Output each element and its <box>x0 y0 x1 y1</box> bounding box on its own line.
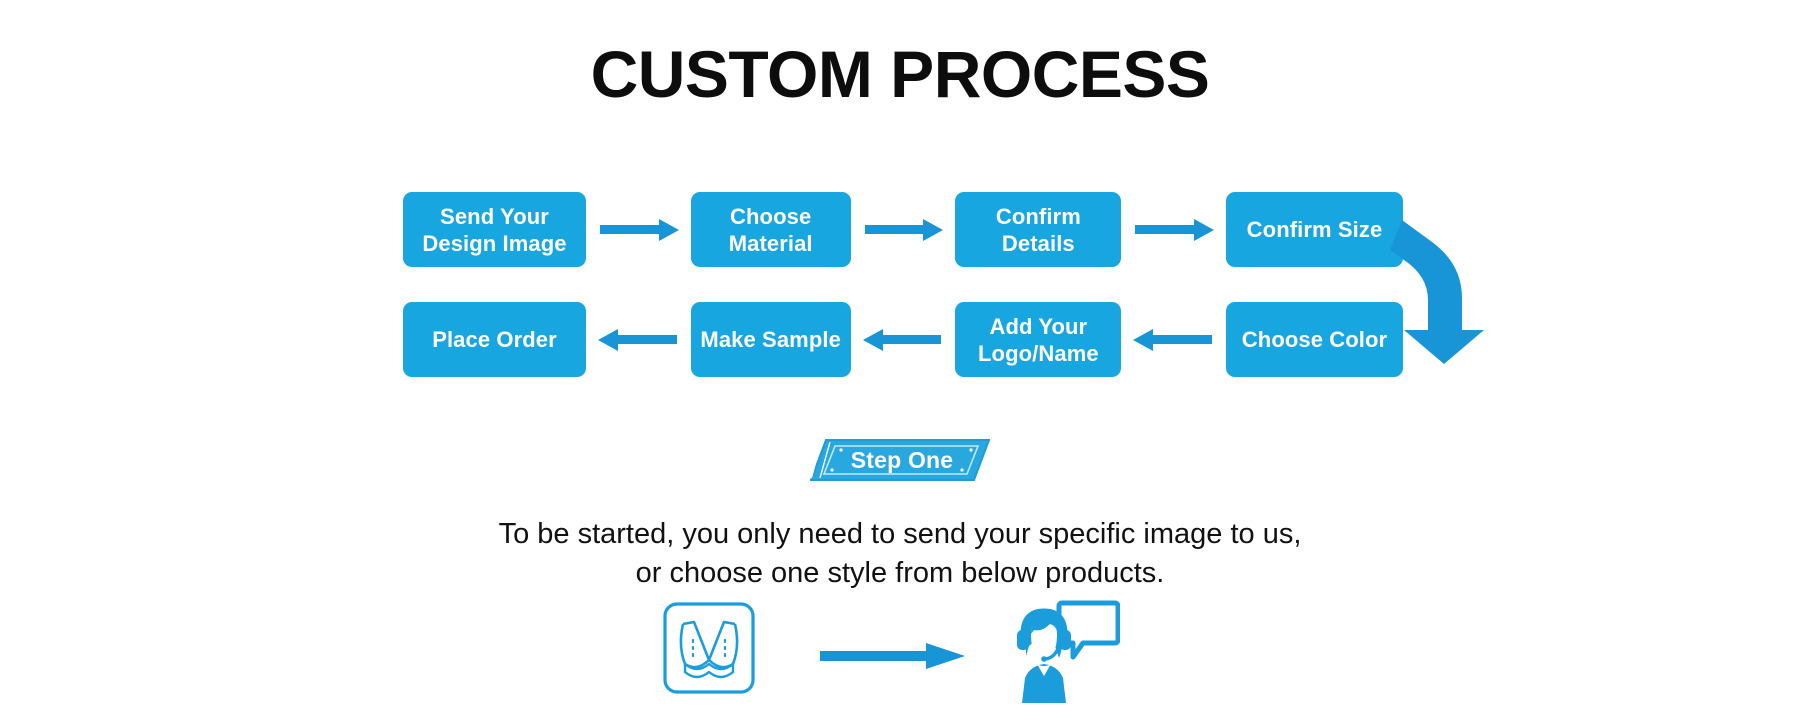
flow-node-label-line2: Details <box>1001 230 1075 256</box>
connector-arrow-right-2 <box>851 192 956 267</box>
connector-arrow-left-2 <box>851 302 956 377</box>
flow-node-label-line1: Place Order <box>432 327 557 352</box>
flow-node-label-line1: Choose <box>730 203 812 229</box>
arrow-head-right-icon <box>658 218 679 241</box>
connector-arrow-left-1 <box>586 302 691 377</box>
custom-process-flowchart: Send Your Design Image Choose Material <box>403 192 1404 377</box>
flow-node-label-line2: Material <box>728 230 813 256</box>
step-badge-label: Step One <box>850 446 954 473</box>
flow-node-label-line1: Choose Color <box>1241 327 1388 352</box>
right-arrow-icon <box>820 642 965 670</box>
flowchart-row-bottom: Place Order Make Sample Add Your Logo/ <box>403 302 1404 377</box>
flow-node-choose-color[interactable]: Choose Color <box>1226 302 1404 377</box>
flow-node-label-line2: Logo/Name <box>978 340 1099 366</box>
flow-node-send-your-design-image[interactable]: Send Your Design Image <box>403 192 586 267</box>
bra-product-icon <box>663 602 755 694</box>
flow-node-label-line1: Add Your <box>989 313 1088 339</box>
arrow-shaft <box>600 225 661 234</box>
arrow-head-right-icon <box>1194 218 1215 241</box>
flow-node-confirm-details[interactable]: Confirm Details <box>955 192 1122 267</box>
page-title: CUSTOM PROCESS <box>590 37 1210 111</box>
customer-service-agent-icon <box>1015 600 1121 703</box>
flow-node-place-order[interactable]: Place Order <box>403 302 586 377</box>
step-badge: Step One <box>810 438 990 482</box>
flow-node-label-line1: Confirm Size <box>1246 217 1383 242</box>
curved-down-arrow-icon <box>1388 212 1508 372</box>
arrow-shaft <box>616 335 677 344</box>
connector-arrow-left-3 <box>1121 302 1226 377</box>
flow-node-label-line1: Confirm <box>995 203 1081 229</box>
flow-node-label-line1: Make Sample <box>700 327 841 352</box>
flow-node-make-sample[interactable]: Make Sample <box>690 302 851 377</box>
flowchart-row-top: Send Your Design Image Choose Material <box>403 192 1404 267</box>
bottom-icon-strip <box>0 600 1800 715</box>
arrow-head-left-icon <box>862 328 883 351</box>
connector-arrow-right-1 <box>586 192 691 267</box>
flow-node-choose-material[interactable]: Choose Material <box>690 192 851 267</box>
flow-node-label-line2: Design Image <box>422 230 567 256</box>
arrow-shaft <box>880 335 942 344</box>
arrow-shaft <box>1135 225 1197 234</box>
connector-arrow-right-3 <box>1121 192 1226 267</box>
arrow-head-right-icon <box>923 218 944 241</box>
description-line-1: To be started, you only need to send you… <box>498 518 1302 550</box>
arrow-shaft <box>1151 335 1213 344</box>
description-text: To be started, you only need to send you… <box>0 515 1800 593</box>
flow-node-add-your-logo-name[interactable]: Add Your Logo/Name <box>955 302 1122 377</box>
flow-node-confirm-size[interactable]: Confirm Size <box>1226 192 1404 267</box>
flow-node-label-line1: Send Your <box>440 203 549 229</box>
description-line-2: or choose one style from below products. <box>635 557 1165 589</box>
arrow-shaft <box>864 225 926 234</box>
arrow-head-left-icon <box>598 328 618 351</box>
arrow-head-left-icon <box>1133 328 1154 351</box>
